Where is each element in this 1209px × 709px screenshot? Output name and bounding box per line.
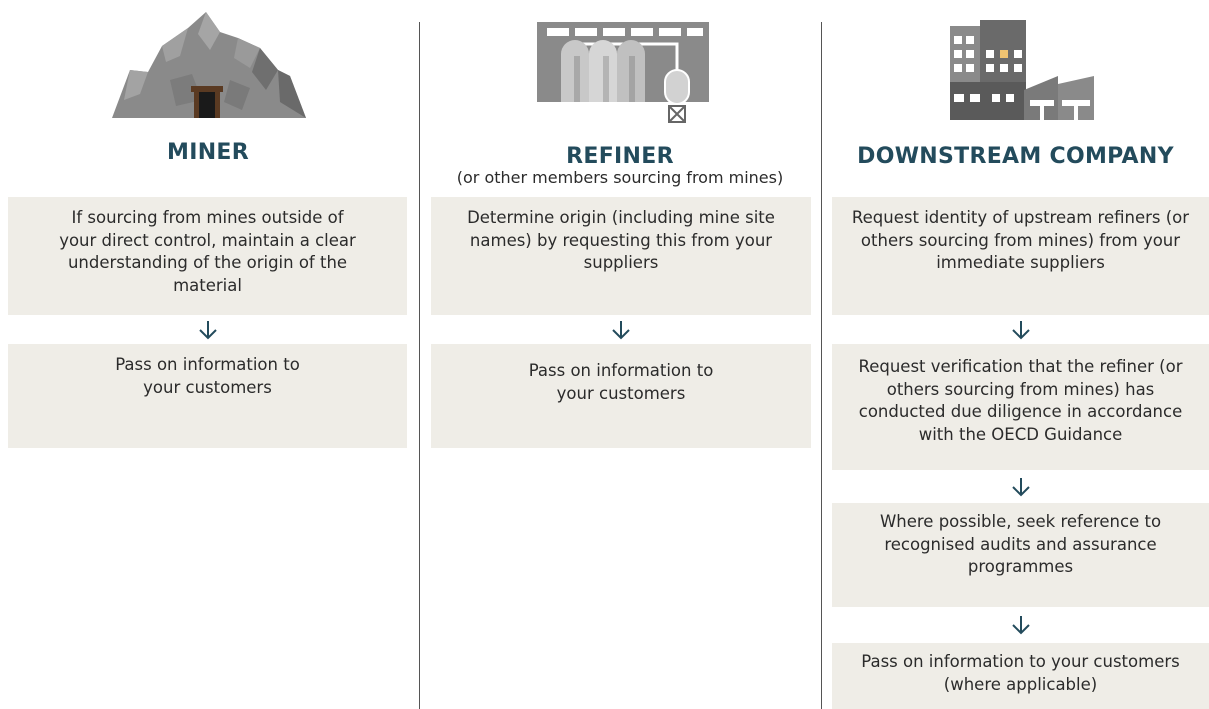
mine-icon: [112, 12, 306, 118]
downstream-step-4: Pass on information to your customers (w…: [832, 643, 1209, 709]
downstream-step-2: Request verification that the refiner (o…: [832, 344, 1209, 470]
column-title-refiner: REFINER: [566, 144, 674, 169]
column-divider-left: [419, 22, 420, 709]
miner-step-1: If sourcing from mines outside of your d…: [8, 197, 407, 315]
refiner-step-1: Determine origin (including mine site na…: [431, 197, 811, 315]
refiner-step-2: Pass on information to your customers: [431, 344, 811, 448]
downstream-step-1: Request identity of upstream refiners (o…: [832, 197, 1209, 315]
column-title-miner: MINER: [167, 140, 249, 165]
down-arrow-icon: [1012, 478, 1030, 497]
downstream-step-3: Where possible, seek reference to recogn…: [832, 503, 1209, 607]
down-arrow-icon: [199, 321, 217, 340]
column-title-downstream: DOWNSTREAM COMPANY: [857, 144, 1174, 169]
down-arrow-icon: [612, 321, 630, 340]
column-divider-right: [821, 22, 822, 709]
refinery-icon: [537, 22, 709, 123]
miner-step-2: Pass on information to your customers: [8, 344, 407, 448]
factory-icon: [950, 20, 1094, 120]
column-subtitle-refiner: (or other members sourcing from mines): [456, 168, 784, 187]
down-arrow-icon: [1012, 616, 1030, 635]
down-arrow-icon: [1012, 321, 1030, 340]
